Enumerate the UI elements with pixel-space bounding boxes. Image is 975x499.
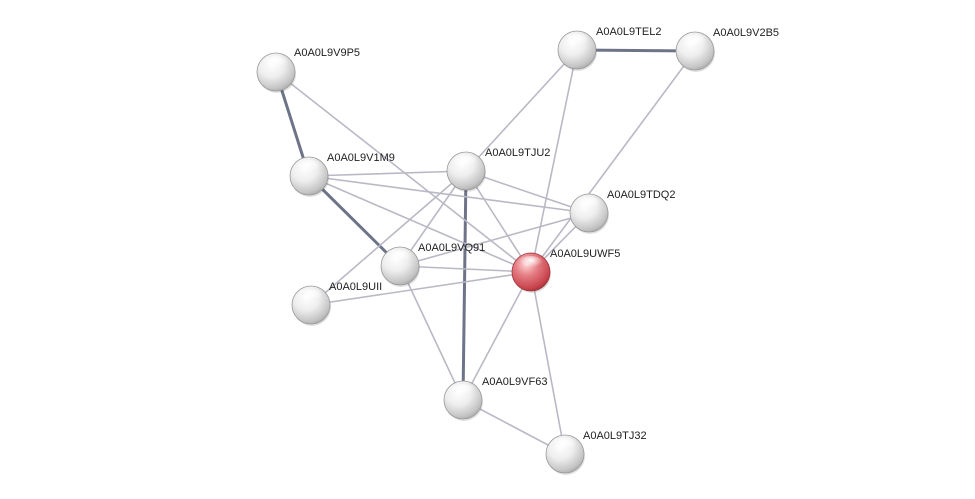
edge-A0A0L9V1M9-A0A0L9VQ91 (307, 174, 402, 268)
edge-A0A0L9TJU2-A0A0L9UWF5 (465, 170, 532, 273)
node-highlight (553, 438, 577, 452)
node-A0A0L9TEL2[interactable]: A0A0L9TEL2 (557, 26, 661, 71)
node-label: A0A0L9UII (329, 281, 382, 293)
node-A0A0L9VQ91[interactable]: A0A0L9VQ91 (380, 242, 485, 287)
node-highlight (297, 160, 321, 174)
node-highlight (683, 35, 707, 49)
node-A0A0L9VF63[interactable]: A0A0L9VF63 (443, 376, 547, 421)
node-highlight (565, 34, 589, 48)
node-highlight (299, 289, 323, 303)
edge-A0A0L9UWF5-A0A0L9VF63 (462, 271, 532, 401)
edge-A0A0L9TEL2-A0A0L9UWF5 (530, 49, 578, 273)
node-label: A0A0L9VF63 (482, 376, 547, 388)
edge-A0A0L9V1M9-A0A0L9UWF5 (308, 175, 532, 273)
node-highlight (454, 155, 478, 169)
edge-A0A0L9VQ91-A0A0L9UWF5 (399, 265, 532, 273)
edge-A0A0L9V1M9-A0A0L9TJU2 (308, 170, 467, 177)
node-label: A0A0L9V1M9 (327, 152, 395, 164)
node-A0A0L9TJU2[interactable]: A0A0L9TJU2 (446, 147, 550, 192)
node-highlight (519, 256, 543, 270)
node-label: A0A0L9VQ91 (418, 242, 485, 254)
edge-A0A0L9UWF5-A0A0L9TJ32 (530, 271, 566, 455)
node-A0A0L9TDQ2[interactable]: A0A0L9TDQ2 (569, 189, 675, 234)
edge-A0A0L9TJU2-A0A0L9UII (310, 170, 467, 306)
edge-A0A0L9TJU2-A0A0L9VF63 (461, 169, 468, 402)
node-label: A0A0L9TEL2 (596, 26, 661, 38)
node-A0A0L9V1M9[interactable]: A0A0L9V1M9 (289, 152, 395, 197)
node-label: A0A0L9TJ32 (583, 430, 647, 442)
edge-A0A0L9UII-A0A0L9UWF5 (310, 271, 532, 306)
edge-A0A0L9VQ91-A0A0L9VF63 (399, 265, 464, 401)
node-label: A0A0L9TJU2 (485, 147, 550, 159)
edge-A0A0L9V9P5-A0A0L9UWF5 (275, 71, 532, 273)
node-label: A0A0L9TDQ2 (607, 189, 675, 201)
node-highlight (264, 56, 288, 70)
node-highlight (577, 197, 601, 211)
node-highlight (451, 384, 475, 398)
node-A0A0L9V9P5[interactable]: A0A0L9V9P5 (256, 47, 360, 93)
node-A0A0L9TJ32[interactable]: A0A0L9TJ32 (545, 430, 647, 475)
node-label: A0A0L9V2B5 (713, 27, 779, 39)
edge-A0A0L9TDQ2-A0A0L9VQ91 (399, 212, 590, 267)
node-A0A0L9UII[interactable]: A0A0L9UII (291, 281, 382, 326)
node-A0A0L9V2B5[interactable]: A0A0L9V2B5 (675, 27, 779, 72)
edges-layer (274, 48, 697, 455)
edge-A0A0L9V2B5-A0A0L9UWF5 (530, 50, 696, 273)
node-highlight (388, 250, 412, 264)
node-label: A0A0L9UWF5 (550, 248, 620, 260)
node-A0A0L9UWF5[interactable]: A0A0L9UWF5 (511, 248, 620, 293)
edge-A0A0L9TJU2-A0A0L9TDQ2 (465, 170, 590, 214)
edge-A0A0L9TEL2-A0A0L9TJU2 (465, 49, 578, 172)
edge-A0A0L9TEL2-A0A0L9V2B5 (575, 48, 697, 53)
node-label: A0A0L9V9P5 (294, 47, 360, 59)
